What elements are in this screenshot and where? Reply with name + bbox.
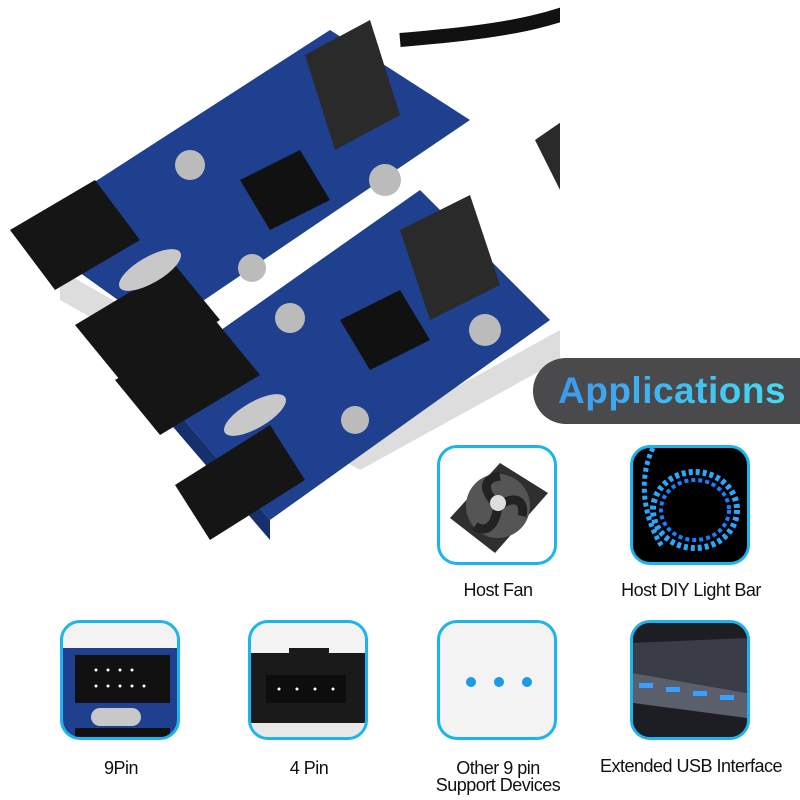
4pin-connector-icon	[251, 648, 365, 737]
label-9pin: 9Pin	[103, 758, 139, 778]
label-host-fan: Host Fan	[463, 580, 533, 600]
label-other-line2: Support Devices	[435, 775, 561, 795]
more-dots-icon	[466, 677, 532, 687]
product-image	[0, 0, 560, 570]
9pin-header-icon	[63, 648, 177, 737]
label-4pin: 4 Pin	[289, 758, 329, 778]
banner-title: Applications	[558, 370, 787, 411]
fan-icon	[450, 463, 548, 553]
label-other-devices: Other 9 pin Support Devices	[398, 758, 598, 795]
tile-other-devices	[437, 620, 557, 740]
tile-light-bar	[630, 445, 750, 565]
label-other-line1: Other 9 pin	[456, 758, 540, 778]
tile-4pin	[248, 620, 368, 740]
label-light-bar: Host DIY Light Bar	[621, 580, 761, 600]
led-strip-icon	[641, 448, 740, 551]
applications-banner: Applications	[533, 358, 800, 424]
tile-usb-hub	[630, 620, 750, 740]
label-usb-hub: Extended USB Interface	[599, 756, 783, 776]
tile-host-fan	[437, 445, 557, 565]
tile-9pin	[60, 620, 180, 740]
usb-hub-icon	[633, 623, 747, 737]
